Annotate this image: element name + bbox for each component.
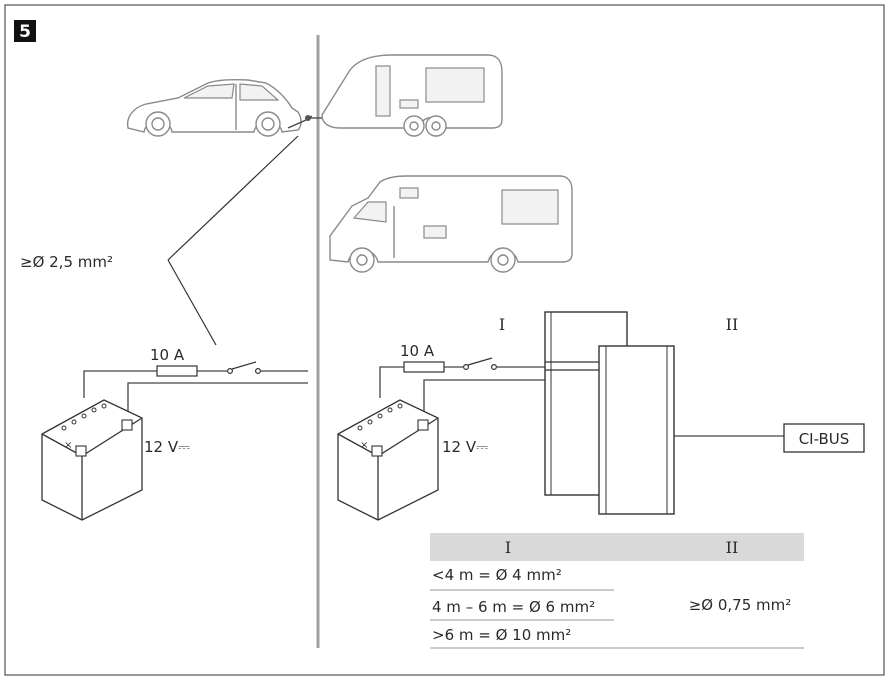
car-illustration <box>126 78 313 137</box>
right-fuse <box>403 361 445 373</box>
cable-size-table: I II <4 m = Ø 4 mm² 4 m – 6 m = Ø 6 mm² … <box>430 533 804 649</box>
table-header-ii: II <box>726 538 739 557</box>
figure-frame <box>4 4 885 676</box>
left-cable-lead-lines <box>167 135 299 346</box>
left-switch <box>227 361 262 375</box>
left-battery-voltage: 12 V⎓ <box>144 438 190 456</box>
right-switch <box>463 357 498 371</box>
left-cable-size-label: ≥Ø 2,5 mm² <box>20 253 113 271</box>
figure-number: 5 <box>19 22 31 42</box>
right-wires <box>379 366 784 437</box>
svg-text:×: × <box>360 440 368 451</box>
ci-bus-box: CI-BUS <box>783 423 865 453</box>
table-row: >6 m = Ø 10 mm² <box>432 626 571 644</box>
left-fuse-label: 10 A <box>150 346 185 364</box>
zone-ii-label: II <box>726 315 739 334</box>
left-fuse <box>156 365 198 377</box>
zone-i-label: I <box>499 315 505 334</box>
table-header-i: I <box>505 538 511 557</box>
table-row: <4 m = Ø 4 mm² <box>432 566 562 584</box>
left-wires <box>83 370 308 420</box>
right-battery: × <box>337 399 439 521</box>
right-battery-voltage: 12 V⎓ <box>442 438 488 456</box>
svg-text:×: × <box>64 440 72 451</box>
table-row: 4 m – 6 m = Ø 6 mm² <box>432 598 595 616</box>
motorhome-illustration <box>329 175 573 273</box>
table-col2-value: ≥Ø 0,75 mm² <box>689 596 792 614</box>
table-header <box>430 533 804 561</box>
ci-bus-label: CI-BUS <box>799 430 850 448</box>
figure-number-badge: 5 <box>14 20 36 42</box>
left-battery: × <box>41 399 143 521</box>
right-fuse-label: 10 A <box>400 342 435 360</box>
caravan-illustration <box>310 54 503 137</box>
refrigerator-illustration <box>544 311 675 515</box>
